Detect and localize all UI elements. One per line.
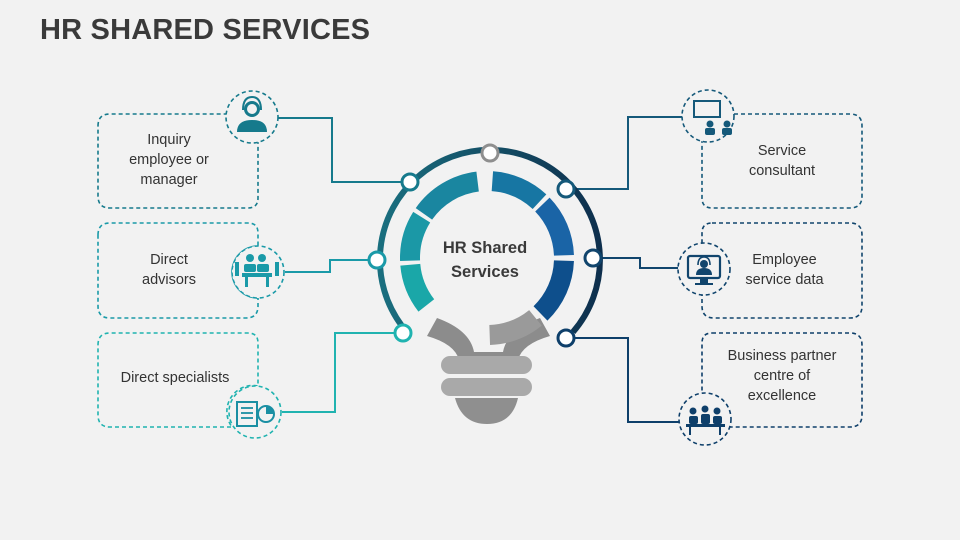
bulb-base-1 xyxy=(441,356,532,374)
label-inquiry: Inquiry employee or manager xyxy=(129,132,209,188)
label-employee-data: Employee service data xyxy=(745,252,824,288)
connector-advisors xyxy=(285,259,377,273)
connector-business-partner xyxy=(566,337,680,423)
inner-ring-segments xyxy=(400,171,574,345)
bulb-base-2 xyxy=(441,378,532,396)
connector-lines xyxy=(258,116,700,423)
bulb-tip xyxy=(455,398,518,424)
node-employee-data xyxy=(583,248,603,268)
box-advisors xyxy=(97,222,259,319)
page-title: HR SHARED SERVICES xyxy=(40,14,371,46)
connector-employee-data xyxy=(593,257,684,269)
presentation-icon xyxy=(693,100,732,135)
inner-ring-segment xyxy=(400,263,435,312)
node-top xyxy=(480,143,500,163)
inner-ring-segment xyxy=(491,171,547,210)
inner-ring-segment xyxy=(415,171,480,220)
connector-inquiry xyxy=(258,117,410,183)
support-monitor-icon xyxy=(686,254,722,285)
lightbulb xyxy=(427,318,550,424)
connector-service-consultant xyxy=(566,116,700,190)
box-inquiry xyxy=(97,113,259,209)
label-advisors: Direct advisors xyxy=(142,252,196,288)
label-service-consultant: Service consultant xyxy=(748,143,816,179)
box-business-partner xyxy=(701,332,863,428)
inner-ring-segment xyxy=(534,197,574,257)
meeting-table-icon xyxy=(686,405,725,435)
node-specialists xyxy=(393,323,413,343)
inner-ring-segment xyxy=(533,259,574,321)
label-specialists: Direct specialists xyxy=(120,370,230,386)
team-meeting-icon xyxy=(235,254,279,287)
box-employee-data xyxy=(701,222,863,319)
connector-specialists xyxy=(282,332,403,413)
person-headset-icon xyxy=(237,95,267,132)
box-specialists xyxy=(97,332,259,428)
node-service-consultant xyxy=(556,179,576,199)
label-business-partner: Business partner centre of excellence xyxy=(727,348,837,404)
node-advisors xyxy=(367,250,387,270)
node-inquiry xyxy=(400,172,420,192)
inner-ring-segment xyxy=(488,309,542,345)
document-chart-icon xyxy=(236,401,275,427)
center-label: HR Shared Services xyxy=(442,239,528,281)
inner-ring-segment xyxy=(400,211,431,262)
ring-nodes xyxy=(367,143,603,348)
node-business-partner xyxy=(556,328,576,348)
